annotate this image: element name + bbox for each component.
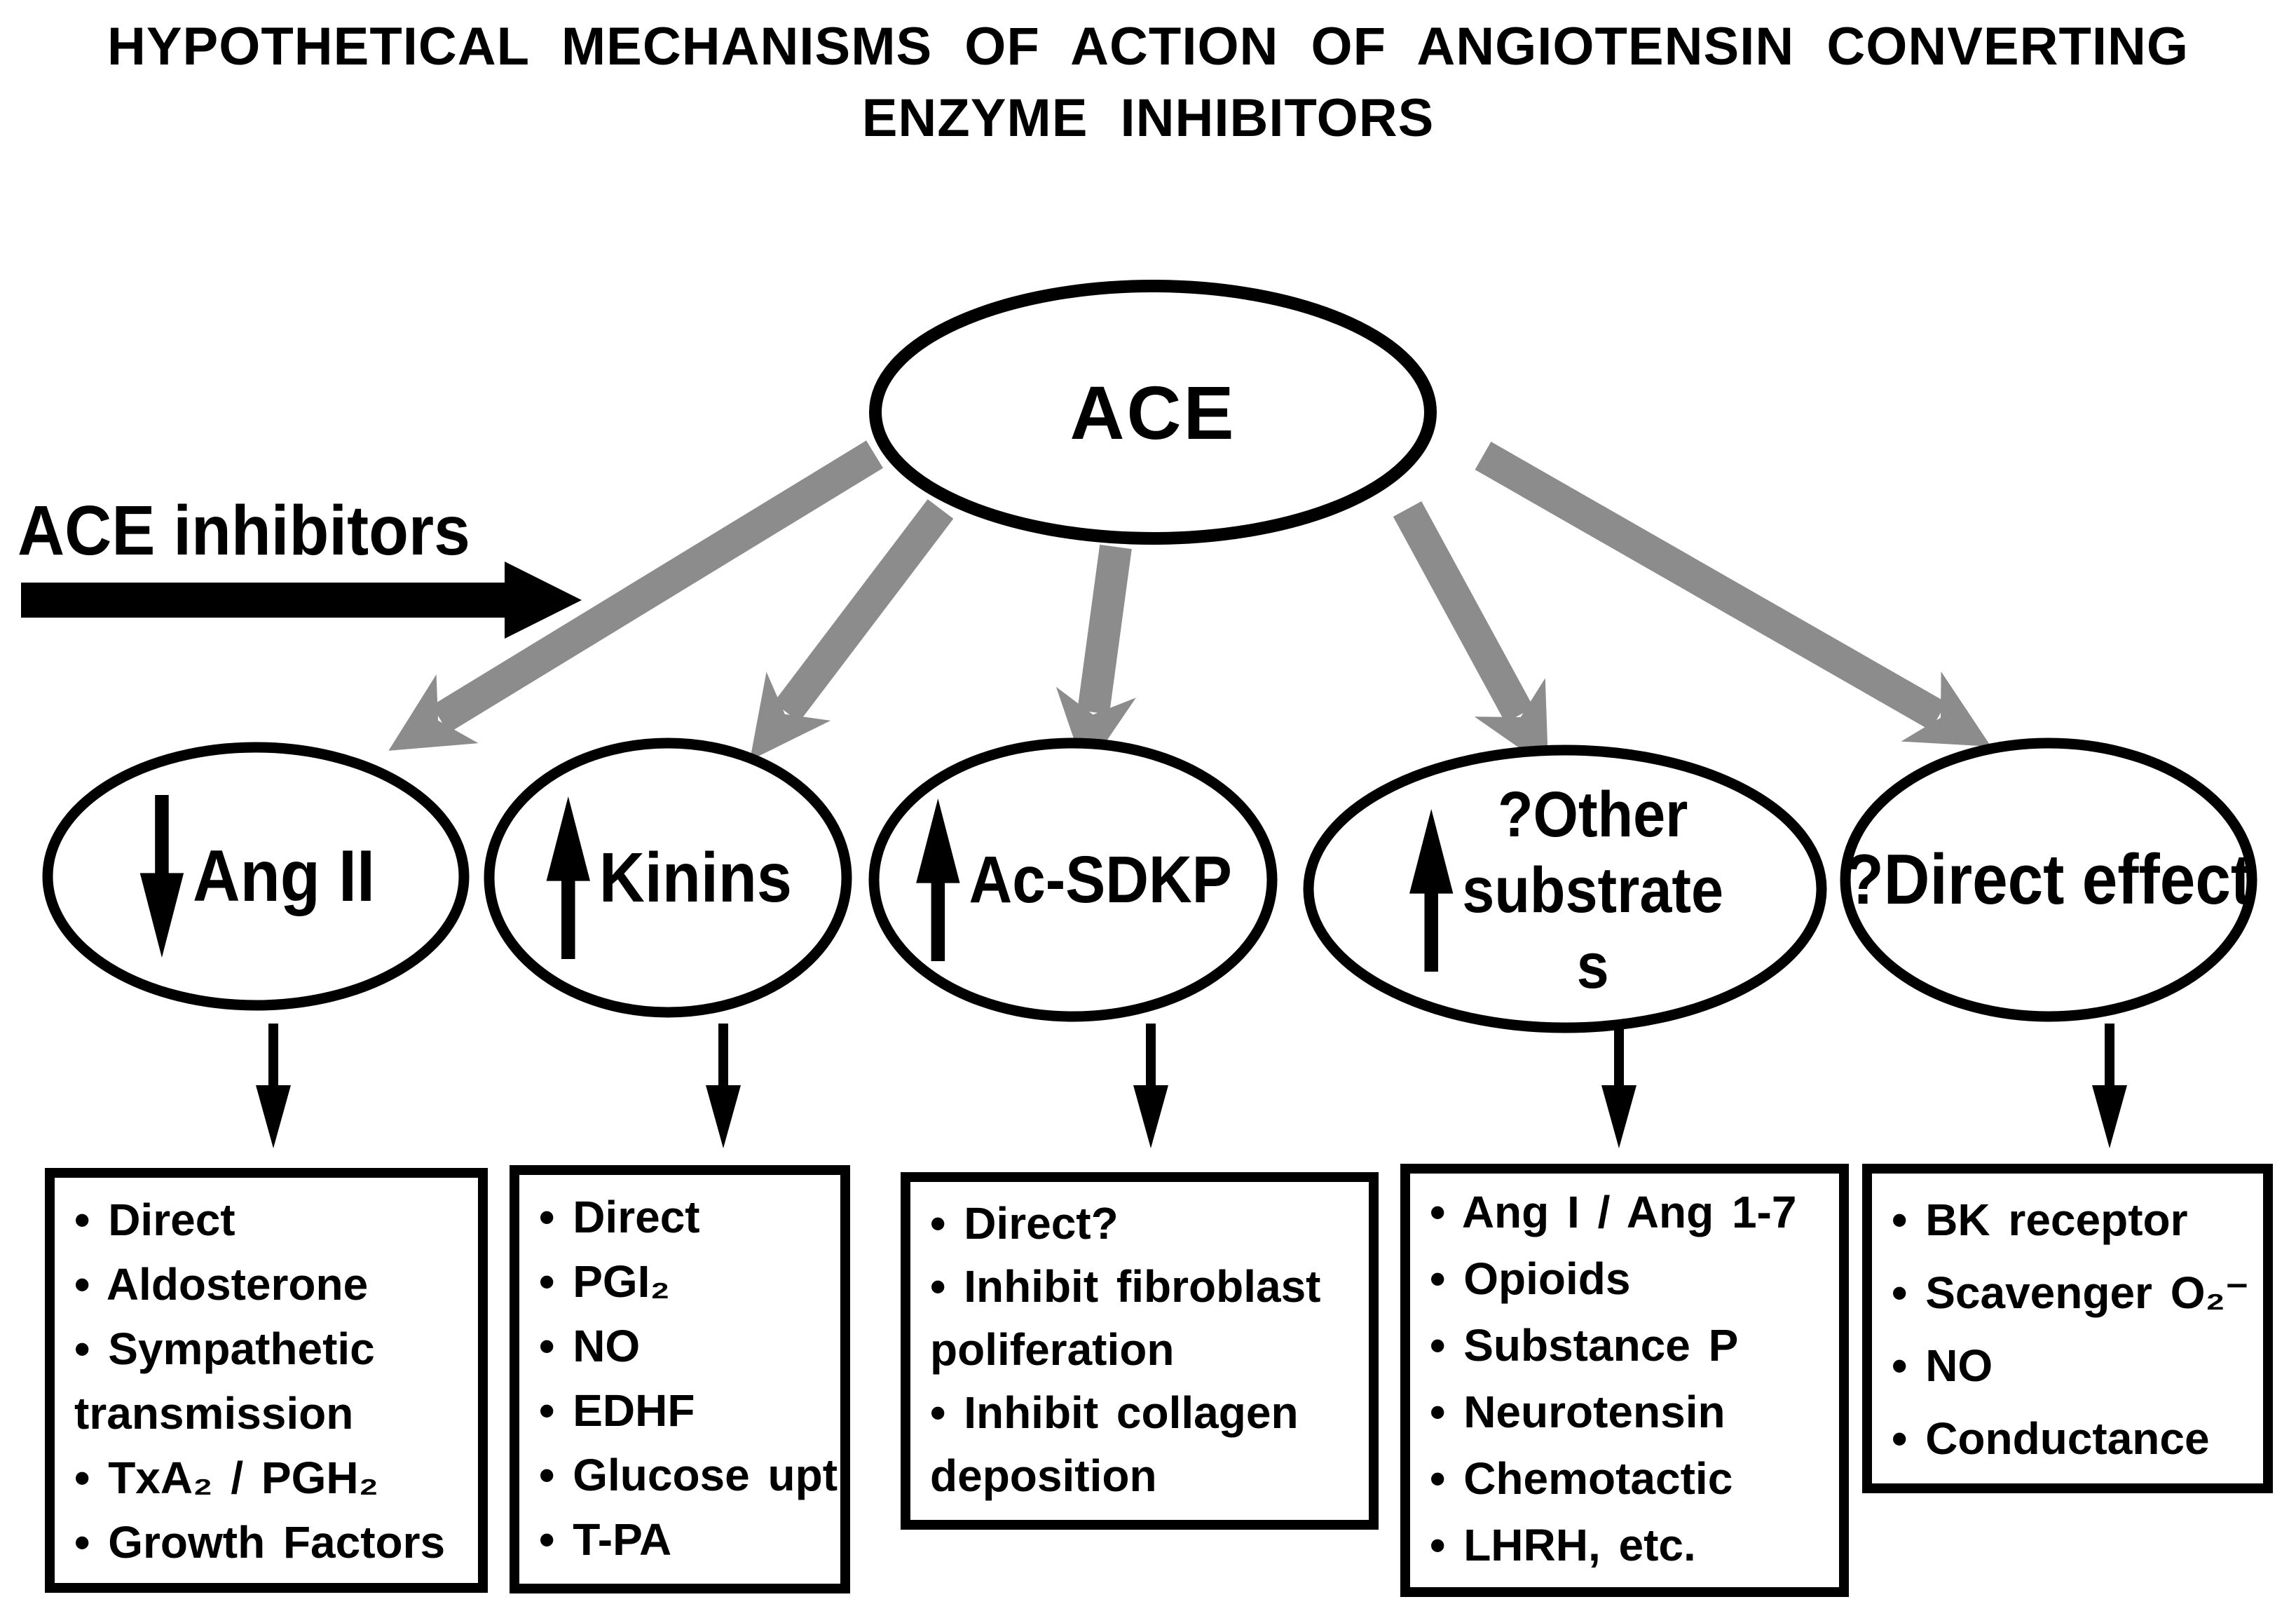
down-flow-arrow-kinins xyxy=(706,1024,741,1148)
bullet-line: • Substance P xyxy=(1430,1320,1739,1371)
bullet-line: • NO xyxy=(539,1321,641,1371)
node-label-text: Ac-SDKP xyxy=(969,842,1233,917)
bullet-line: • NO xyxy=(1892,1340,1993,1391)
bullet-line: transmission xyxy=(74,1388,354,1439)
bullet-line: • Opioids xyxy=(1430,1253,1631,1304)
bullet-line: • Direct? xyxy=(930,1198,1119,1249)
bullet-line: • Ang I / Ang 1-7 xyxy=(1430,1187,1797,1237)
bullet-line: • Sympathetic xyxy=(74,1324,375,1374)
gray-flow-arrow-direct-effect xyxy=(1475,442,1991,747)
bullet-line: • Scavenger O₂⁻ xyxy=(1892,1267,2249,1318)
bullet-line: • Conductance xyxy=(1892,1413,2210,1464)
bullet-line: • Direct xyxy=(539,1192,700,1242)
node-label-text: ?Direct effect xyxy=(1845,840,2253,919)
up-arrow-icon xyxy=(916,798,961,961)
node-label-ac-sdkp: Ac-SDKP xyxy=(875,745,1271,1015)
gray-flow-arrow-ac-sdkp xyxy=(1055,544,1136,773)
bullet-line: • Glucose upt. xyxy=(539,1450,850,1500)
detail-box-direct-effect: • BK receptor • Scavenger O₂⁻ • NO • Con… xyxy=(1862,1164,2273,1493)
node-label-text: Ang II xyxy=(192,835,375,917)
node-label-direct-effect: ?Direct effect xyxy=(1845,745,2253,1015)
node-ellipse-direct-effect xyxy=(1840,738,2257,1022)
ace-ellipse xyxy=(869,280,1437,545)
bullet-line: • Aldosterone xyxy=(74,1259,369,1310)
detail-box-other-substrates: • Ang I / Ang 1-7 • Opioids • Substance … xyxy=(1400,1164,1849,1597)
down-flow-arrow-ang-ii xyxy=(256,1024,291,1148)
node-label-text-line: s xyxy=(1576,930,1609,1002)
bullet-line: deposition xyxy=(930,1450,1157,1501)
bullet-line: • BK receptor xyxy=(1892,1195,2188,1245)
detail-box-ang-ii: • Direct • Aldosterone • Sympathetic tra… xyxy=(45,1168,488,1593)
title-line-2: ENZYME INHIBITORS xyxy=(861,88,1435,148)
node-label-kinins: Kinins xyxy=(491,745,845,1011)
node-label-ang-ii: Ang II xyxy=(56,749,456,1004)
up-arrow-icon xyxy=(1409,809,1454,972)
ace-node-label: ACE xyxy=(1070,369,1236,455)
node-label-text: Kinins xyxy=(599,838,793,917)
down-flow-arrow-other-substrates xyxy=(1601,1029,1636,1148)
node-label-text-line: substrate xyxy=(1462,855,1723,926)
ace-inhibitors-label: ACE inhibitors xyxy=(18,491,470,570)
bullet-line: • Growth Factors xyxy=(74,1517,446,1568)
bullet-line: • Inhibit collagen xyxy=(930,1387,1299,1438)
bullet-line: • T-PA xyxy=(539,1514,672,1565)
title-line-1: HYPOTHETICAL MECHANISMS OF ACTION OF ANG… xyxy=(107,17,2189,76)
diagram-title: HYPOTHETICAL MECHANISMS OF ACTION OF ANG… xyxy=(0,11,2296,154)
node-ellipse-ac-sdkp xyxy=(868,738,1278,1022)
down-arrow-icon xyxy=(139,795,184,958)
down-flow-arrow-direct-effect xyxy=(2092,1024,2127,1148)
bullet-line: • EDHF xyxy=(539,1385,695,1436)
detail-box-ac-sdkp: • Direct? • Inhibit fibroblast poliferat… xyxy=(901,1172,1379,1530)
bullet-line: • Chemotactic xyxy=(1430,1453,1733,1504)
node-ellipse-kinins xyxy=(484,738,852,1018)
bullet-line: • LHRH, etc. xyxy=(1430,1520,1696,1570)
detail-box-kinins: • Direct • PGI₂ • NO • EDHF • Glucose up… xyxy=(510,1165,850,1593)
bullet-line: poliferation xyxy=(930,1324,1175,1375)
node-ellipse-ang-ii xyxy=(42,742,470,1011)
gray-flow-arrow-other-substrates xyxy=(1393,501,1549,768)
gray-flow-arrow-ang-ii xyxy=(388,440,883,751)
bullet-line: • Direct xyxy=(74,1195,235,1245)
node-label-text-line: ?Other xyxy=(1497,779,1688,850)
gray-flow-arrow-kinins xyxy=(749,499,954,761)
bullet-line: • Inhibit fibroblast xyxy=(930,1261,1321,1312)
up-arrow-icon xyxy=(546,796,591,959)
down-flow-arrow-ac-sdkp xyxy=(1133,1024,1168,1148)
node-label-other-substrates: ?Other substrate s xyxy=(1310,752,1820,1029)
bullet-line: • TxA₂ / PGH₂ xyxy=(74,1453,378,1503)
bullet-line: • PGI₂ xyxy=(539,1256,670,1307)
bullet-line: • Neurotensin xyxy=(1430,1387,1726,1437)
